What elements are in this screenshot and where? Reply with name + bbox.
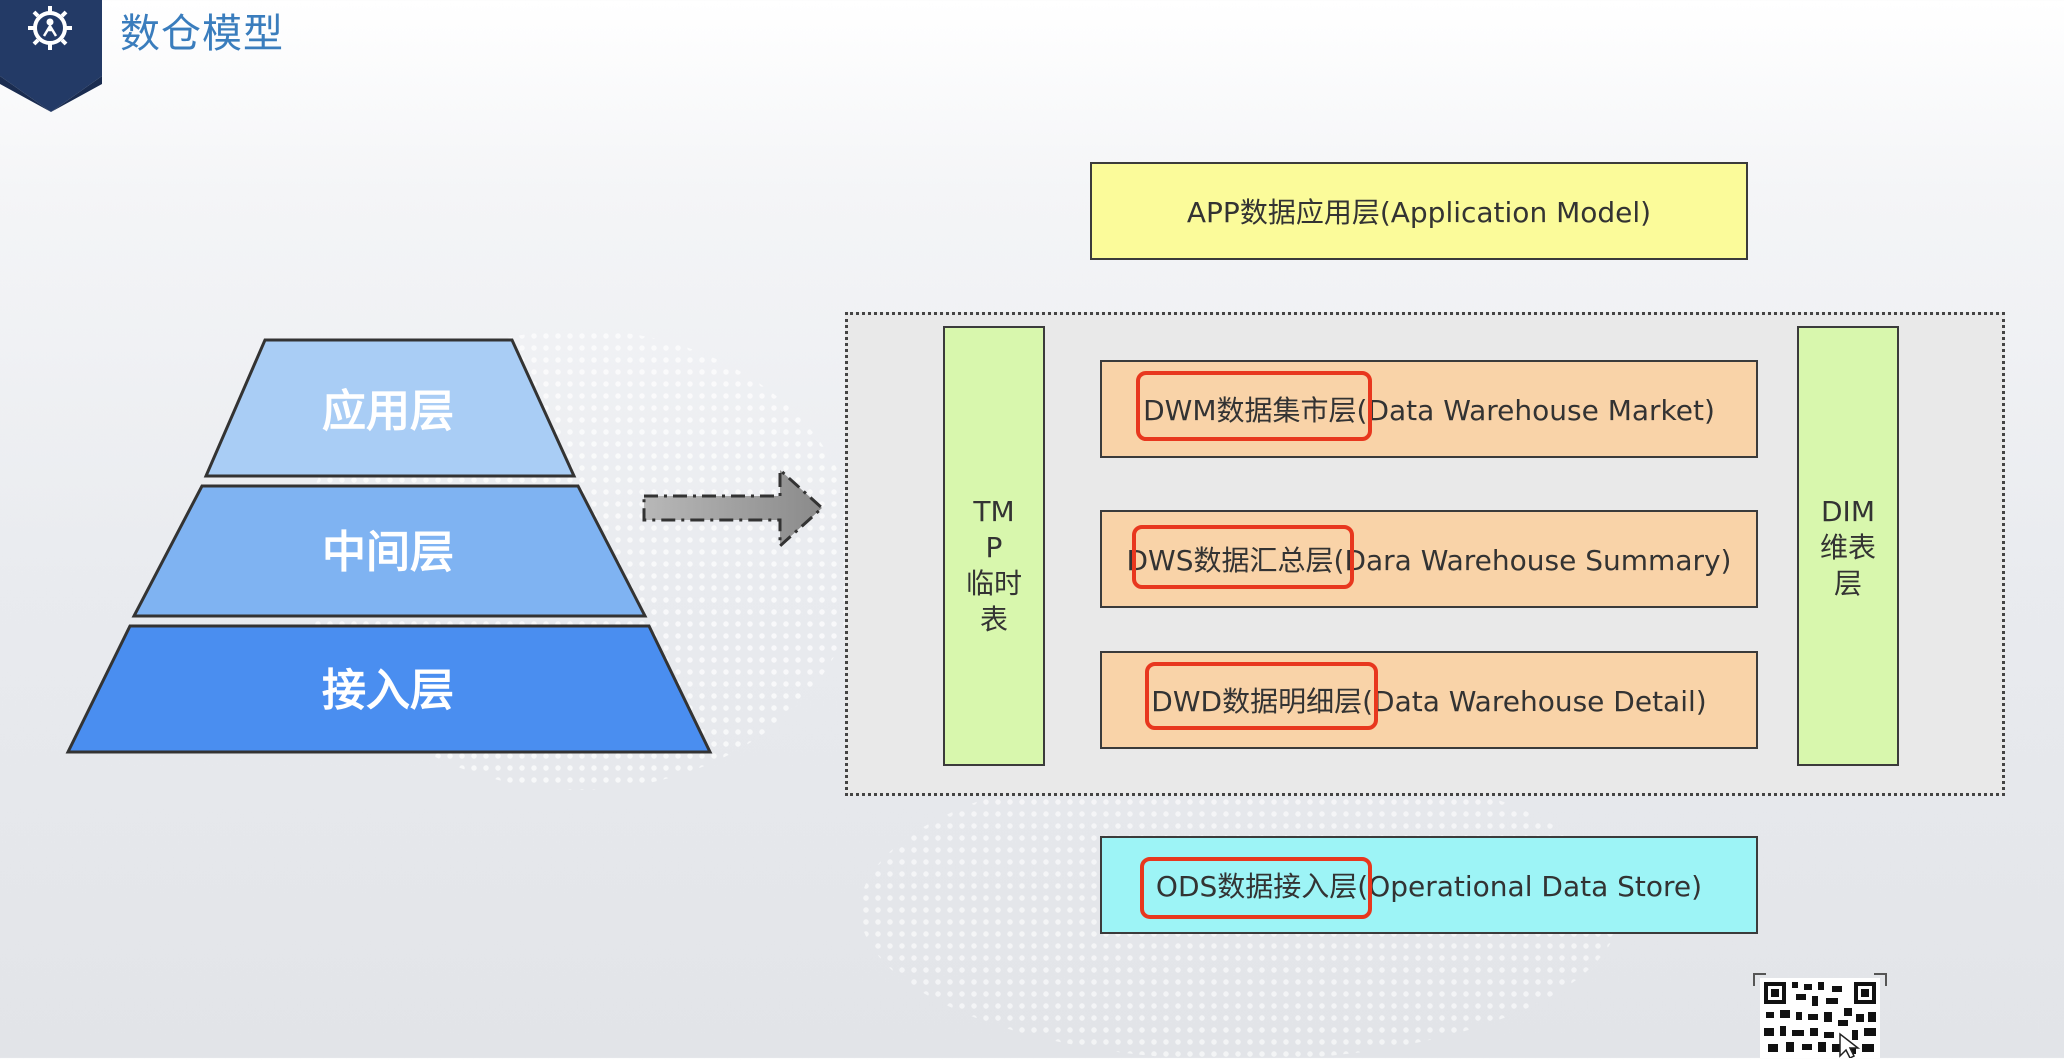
- dwd-highlight: [1145, 662, 1378, 730]
- pyramid-level-application: 应用层: [322, 386, 454, 437]
- dwm-highlight: [1136, 371, 1372, 441]
- dim-table-box: DIM 维表 层: [1797, 326, 1899, 766]
- pyramid-top-shape: [203, 338, 577, 478]
- pyramid-level-access: 接入层: [322, 665, 454, 716]
- pyramid-middle-shape: [131, 484, 648, 618]
- dashed-arrow-right-icon: [642, 466, 825, 550]
- dim-line-2: 维表: [1819, 531, 1876, 564]
- dim-line-1: DIM: [1821, 495, 1875, 528]
- dim-line-3: 层: [1833, 567, 1862, 600]
- ods-layer-box: ODS数据接入层(Operational Data Store): [1100, 836, 1758, 934]
- tmp-line-1: TM: [973, 495, 1015, 528]
- app-layer-box: APP数据应用层(Application Model): [1090, 162, 1748, 260]
- dws-highlight: [1132, 525, 1354, 589]
- dwd-layer-box: DWD数据明细层(Data Warehouse Detail): [1100, 651, 1758, 749]
- tmp-line-4: 表: [979, 603, 1008, 636]
- page-title: 数仓模型: [120, 11, 284, 57]
- qr-code-icon: [1753, 973, 1887, 1058]
- ods-highlight: [1140, 857, 1372, 919]
- logo-badge-icon: [0, 0, 102, 112]
- pyramid-diagram: [65, 338, 713, 754]
- tmp-line-2: P: [985, 531, 1003, 564]
- dwm-layer-box: DWM数据集市层(Data Warehouse Market): [1100, 360, 1758, 458]
- pyramid-level-middle: 中间层: [322, 527, 454, 578]
- tmp-line-3: 临时: [965, 567, 1022, 600]
- pyramid-bottom-shape: [65, 624, 713, 754]
- tmp-temp-table-box: TM P 临时 表: [943, 326, 1045, 766]
